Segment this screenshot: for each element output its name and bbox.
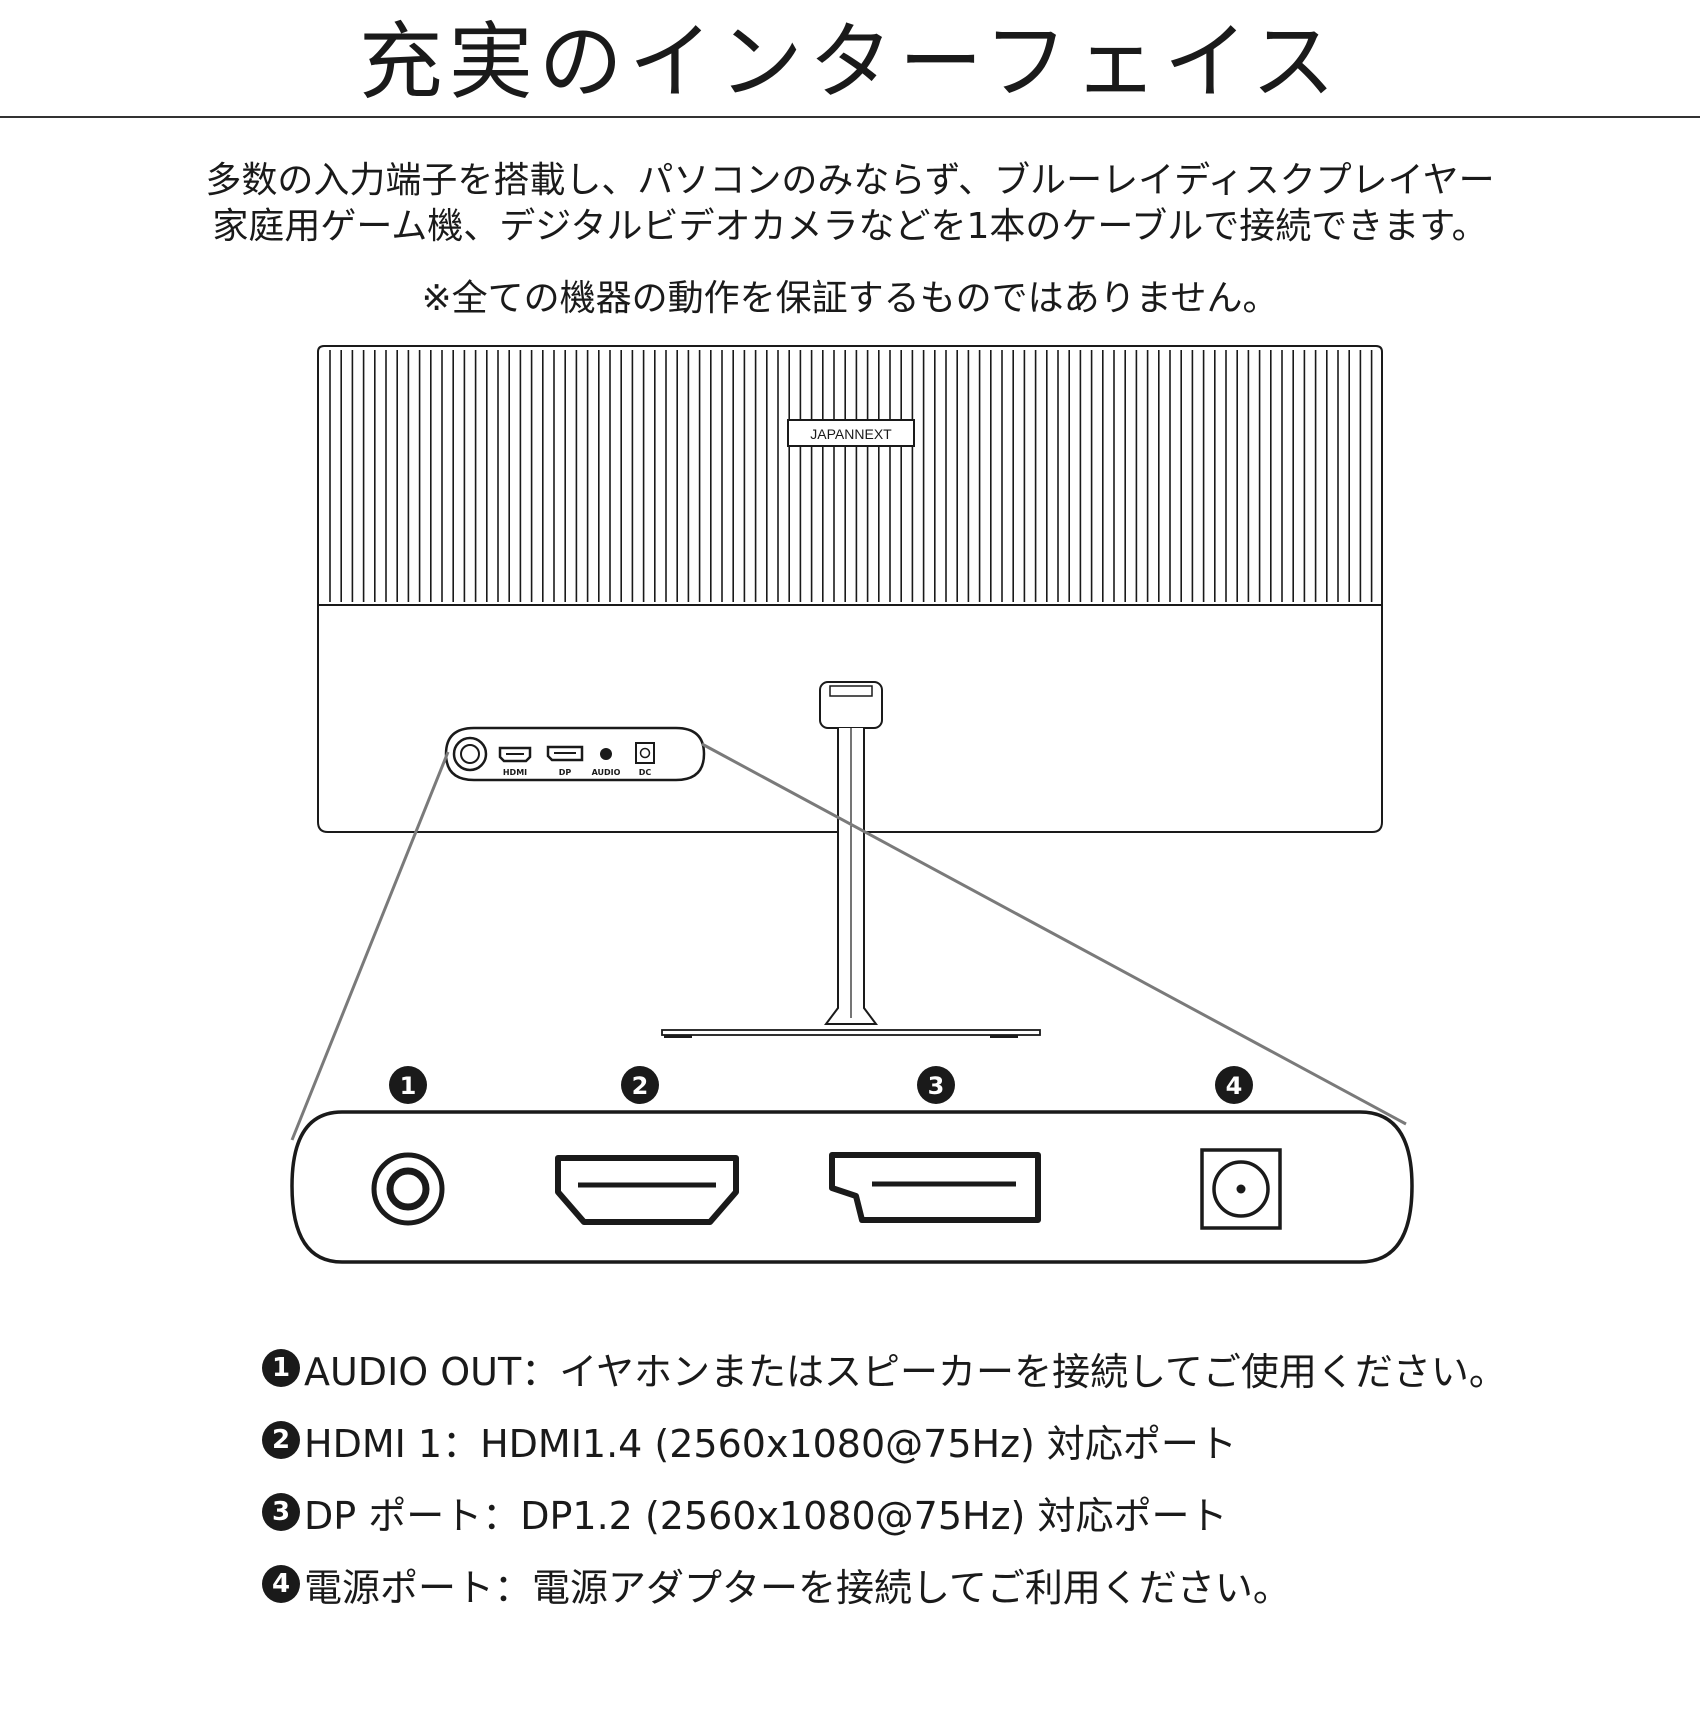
legend-number-1: 1: [262, 1349, 300, 1387]
enlarged-port-panel: [290, 1110, 1414, 1264]
intro-line-1: 多数の入力端子を搭載し、パソコンのみならず、ブルーレイディスクプレイヤー: [205, 160, 1495, 201]
audio-in-small-icon: [600, 748, 612, 760]
svg-text:2: 2: [632, 1072, 649, 1100]
legend-number-2: 2: [262, 1421, 300, 1459]
disclaimer-note: ※全ての機器の動作を保証するものではありません。: [421, 278, 1279, 319]
port-label-dp: DP: [559, 768, 572, 777]
monitor-port-panel: HDMI DP AUDIO DC: [444, 726, 706, 782]
legend-item-power: 4 電源ポート：電源アダプターを接続してご利用ください。: [262, 1548, 1662, 1620]
legend-number-4: 4: [262, 1565, 300, 1603]
intro-text: 多数の入力端子を搭載し、パソコンのみならず、ブルーレイディスクプレイヤー 家庭用…: [0, 158, 1700, 250]
brand-logo: JAPANNEXT: [787, 419, 915, 447]
legend-text-1: AUDIO OUT：イヤホンまたはスピーカーを接続してご使用ください。: [304, 1349, 1507, 1394]
svg-text:4: 4: [1226, 1072, 1243, 1100]
monitor-rear-diagram: JAPANNEXT HDMI DP AUDIO DC: [290, 345, 1414, 1264]
zoom-guide-lines: [290, 742, 1407, 1141]
legend-item-hdmi: 2 HDMI 1：HDMI1.4 (2560x1080@75Hz) 対応ポート: [262, 1404, 1662, 1476]
dp-port-icon: [829, 1152, 1041, 1223]
title-divider: [0, 116, 1700, 118]
intro-line-2: 家庭用ゲーム機、デジタルビデオカメラなどを1本のケーブルで接続できます。: [212, 206, 1488, 247]
monitor-rear-ribbed-panel: [317, 345, 1383, 606]
legend-text-4: 電源ポート：電源アダプターを接続してご利用ください。: [304, 1565, 1291, 1610]
dc-power-port-icon: [1200, 1148, 1282, 1230]
svg-text:3: 3: [928, 1072, 945, 1100]
port-label-hdmi: HDMI: [503, 768, 527, 777]
callout-1: 1: [389, 1066, 427, 1104]
brand-text: JAPANNEXT: [810, 426, 892, 442]
callout-2: 2: [621, 1066, 659, 1104]
port-legend: 1 AUDIO OUT：イヤホンまたはスピーカーを接続してご使用ください。 2 …: [262, 1332, 1662, 1620]
legend-text-3: DP ポート：DP1.2 (2560x1080@75Hz) 対応ポート: [304, 1493, 1228, 1538]
legend-item-audio-out: 1 AUDIO OUT：イヤホンまたはスピーカーを接続してご使用ください。: [262, 1332, 1662, 1404]
callout-3: 3: [917, 1066, 955, 1104]
legend-text-2: HDMI 1：HDMI1.4 (2560x1080@75Hz) 対応ポート: [304, 1421, 1237, 1466]
svg-text:1: 1: [400, 1072, 417, 1100]
legend-number-3: 3: [262, 1493, 300, 1531]
audio-out-port-icon: [371, 1152, 445, 1226]
legend-item-dp: 3 DP ポート：DP1.2 (2560x1080@75Hz) 対応ポート: [262, 1476, 1662, 1548]
hdmi-port-icon: [555, 1155, 739, 1225]
callout-4: 4: [1215, 1066, 1253, 1104]
port-label-dc: DC: [639, 768, 652, 777]
page-title: 充実のインターフェイス: [358, 13, 1342, 111]
monitor-stand: [661, 681, 1041, 1038]
port-label-audio: AUDIO: [592, 768, 621, 777]
